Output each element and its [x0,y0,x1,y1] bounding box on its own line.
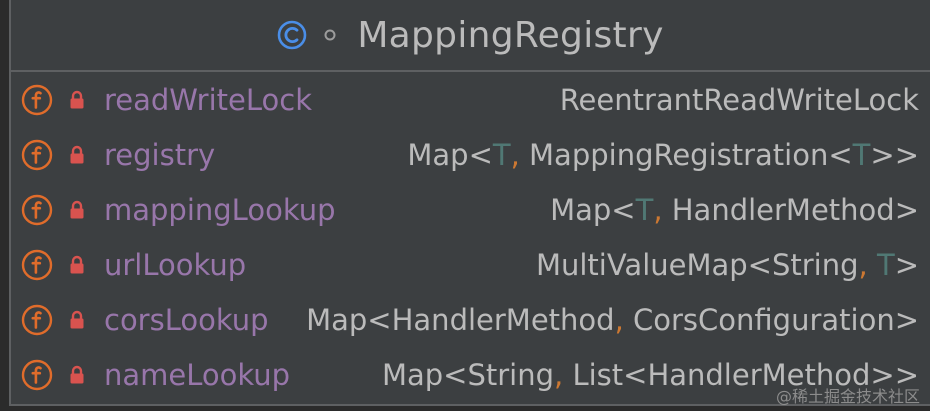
private-lock-icon [69,90,85,110]
field-name: corsLookup [104,302,269,337]
field-f-icon [21,194,53,226]
type-parameter: T [492,137,511,172]
field-row-corsLookup: corsLookup Map<HandlerMethod, CorsConfigu… [11,292,930,347]
type-text: List<HandlerMethod>> [563,357,919,392]
type-text: ReentrantReadWriteLock [559,82,919,117]
private-lock-icon [69,255,85,275]
field-type: ReentrantReadWriteLock [560,83,919,117]
field-f-icon [21,304,53,336]
type-text: Map< [550,192,636,227]
private-lock-icon [69,200,85,220]
field-type: MultiValueMap<String, T> [536,248,919,282]
type-text: >> [870,137,919,172]
class-box: MappingRegistry readWriteLock ReentrantRe… [9,0,930,406]
field-row-nameLookup: nameLookup Map<String, List<HandlerMethod… [11,347,930,402]
class-title: MappingRegistry [357,14,664,56]
field-type: Map<T, HandlerMethod> [550,193,919,227]
field-name: urlLookup [104,247,247,282]
type-text: Map<HandlerMethod [306,302,615,337]
field-name: mappingLookup [104,192,336,227]
field-f-icon [21,139,53,171]
type-parameter: T [852,137,871,172]
field-row-mappingLookup: mappingLookup Map<T, HandlerMethod> [11,182,930,237]
watermark: @稀土掘金技术社区 [775,387,920,406]
type-text [868,248,877,282]
private-lock-icon [69,310,85,330]
type-text: MultiValueMap<String [535,247,859,282]
class-c-icon [277,20,307,50]
field-name: readWriteLock [104,82,312,117]
class-header: MappingRegistry [11,0,930,72]
type-parameter: T [635,192,654,227]
type-separator: , [614,302,624,337]
type-text: > [894,247,919,282]
field-f-icon [21,249,53,281]
type-separator: , [554,357,564,392]
field-row-readWriteLock: readWriteLock ReentrantReadWriteLock [11,72,930,127]
field-name: nameLookup [104,357,291,392]
field-row-urlLookup: urlLookup MultiValueMap<String, T> [11,237,930,292]
field-f-icon [21,84,53,116]
private-lock-icon [69,365,85,385]
field-list: readWriteLock ReentrantReadWriteLock regis… [11,72,930,402]
field-type: Map<String, List<HandlerMethod>> [382,358,919,392]
type-text: HandlerMethod> [662,192,919,227]
package-private-dot-icon [317,22,343,48]
field-f-icon [21,359,53,391]
type-text: CorsConfiguration> [623,302,919,337]
type-separator: , [653,192,663,227]
type-text: Map<String [381,357,555,392]
type-text: MappingRegistration< [519,137,853,172]
field-name: registry [104,137,216,172]
type-separator: , [510,137,520,172]
field-type: Map<T, MappingRegistration<T>> [407,138,919,172]
field-type: Map<HandlerMethod, CorsConfiguration> [306,303,919,337]
type-parameter: T [876,247,895,282]
private-lock-icon [69,145,85,165]
type-text: Map< [407,137,493,172]
type-separator: , [858,247,868,282]
